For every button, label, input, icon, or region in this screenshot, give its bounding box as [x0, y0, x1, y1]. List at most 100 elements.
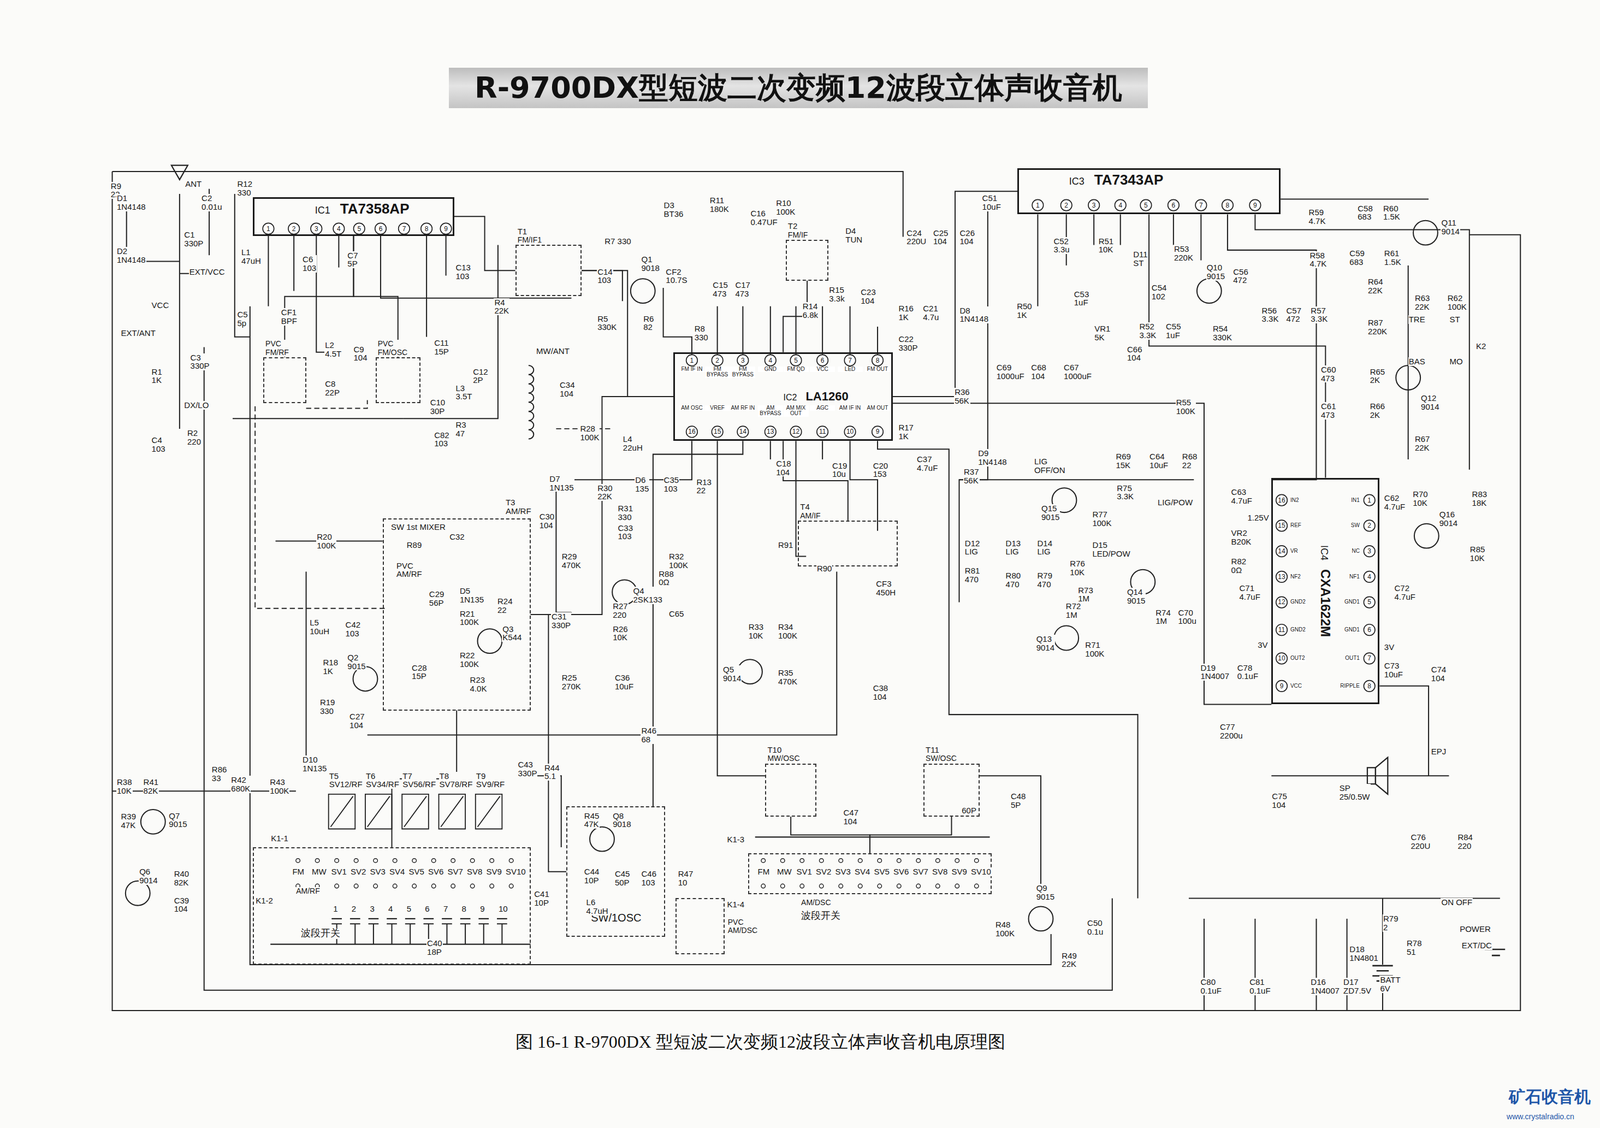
component-label: C35 103 [663, 475, 680, 494]
transistor-symbol [1413, 220, 1438, 246]
pin-number: 11 [819, 428, 826, 436]
component-label: R61 1.5K [1383, 249, 1402, 267]
switch-contact [508, 858, 513, 863]
pin-number: 8 [875, 356, 880, 364]
component-label: R57 3.3K [1310, 306, 1329, 324]
pin-name: VCC [1289, 682, 1303, 689]
switch-contact [935, 858, 940, 863]
component-label: 60P [961, 806, 977, 815]
component-label: R24 22 [496, 596, 514, 615]
ic-pin [1363, 624, 1376, 636]
node-text-group: T10MW/OSC [766, 745, 801, 763]
pin-name: AM BYPASS [757, 405, 784, 417]
wire [1200, 214, 1202, 260]
component-label: Q10 9015 [1206, 263, 1226, 281]
node-label: TA7343AP [1093, 172, 1165, 188]
dashed-group-box: PVCFM/OSC [375, 357, 421, 404]
switch-contact [877, 858, 882, 863]
ic-box: IC3TA7343AP [1017, 168, 1281, 215]
component-label: R41 82K [143, 777, 160, 796]
component-label: R62 100K [1447, 293, 1468, 312]
node-label: T2 [786, 221, 810, 231]
pin-name: AGC [809, 405, 835, 412]
wire [795, 306, 797, 356]
wire [338, 233, 340, 268]
coil-group [328, 793, 503, 829]
title-band: R-9700DX型短波二次变频12波段立体声收音机 [448, 67, 1148, 109]
switch-contact [800, 858, 804, 863]
switch-contact [955, 858, 959, 863]
switch-contact [800, 883, 804, 888]
component-label: R65 2K [1369, 367, 1386, 385]
antenna-coil [528, 392, 534, 402]
ic-box: IC2LA1260 [673, 352, 893, 442]
component-label: EXT/VCC [188, 267, 226, 277]
dashed-group-box: SW 1st MIXER [382, 518, 531, 710]
component-label: C41 10P [533, 889, 550, 908]
ic-pin [765, 425, 777, 438]
component-label: C64 10uF [1148, 452, 1169, 470]
node-label: AM/IF [798, 511, 822, 520]
wire [769, 306, 772, 356]
component-label: SV2 [815, 867, 832, 876]
component-label: SV6 [892, 867, 910, 876]
transistor-symbol [140, 809, 166, 834]
pin-name: AM OSC [679, 405, 705, 412]
component-label: R3 47 [454, 420, 467, 438]
component-label: R59 4.7K [1308, 208, 1327, 226]
wire [425, 233, 428, 337]
component-label: 6 [424, 904, 430, 914]
component-label: C17 473 [734, 280, 751, 299]
switch-contact [353, 883, 358, 888]
node-label: T4 [798, 502, 822, 512]
component-label: R68 22 [1181, 452, 1199, 470]
component-label: C30 104 [538, 512, 556, 530]
component-label: R70 10K [1412, 489, 1429, 508]
pin-number: 2 [292, 224, 296, 233]
component-label: 2 [351, 904, 357, 914]
transistor-symbol [477, 628, 503, 654]
ic-pin-group [262, 199, 1376, 692]
component-label: C55 1uF [1165, 322, 1182, 340]
transistor-symbol [1395, 365, 1421, 390]
component-label: C59 683 [1348, 249, 1366, 267]
pin-name: GND [757, 366, 784, 373]
dashed-group-box: T2FM/IF [785, 239, 829, 281]
node-text-group: T4AM/IF [798, 502, 822, 520]
wire [653, 440, 743, 807]
component-label: C62 4.7uF [1383, 493, 1406, 512]
ic-pin [711, 425, 724, 438]
component-label: C19 10u [831, 461, 849, 479]
component-label: EXT/ANT [120, 328, 156, 338]
node-label: PVC [726, 917, 759, 926]
component-label: D13 LIG [1005, 538, 1022, 557]
component-label: L2 4.5T [324, 340, 342, 359]
ic-pin [1276, 545, 1288, 557]
component-label: R10 100K [775, 198, 796, 217]
component-label: 5 [406, 904, 412, 914]
ic-pin [686, 354, 698, 366]
component-label: D7 1N135 [548, 474, 574, 493]
wire [742, 306, 744, 356]
component-label: DX/LO [183, 400, 210, 410]
component-label: R79 2 [1382, 914, 1400, 932]
pin-name: VREF [704, 405, 731, 412]
node-label: SW/OSC [924, 754, 958, 763]
component-label: VCC [151, 300, 170, 310]
ic-pin [1276, 596, 1288, 608]
switch-contact [819, 883, 824, 888]
wire [293, 233, 295, 292]
component-label: C74 104 [1430, 665, 1448, 683]
ic-pin [790, 354, 802, 366]
component-label: R73 1M [1077, 585, 1094, 604]
node-text-group: PVCFM/OSC [376, 339, 409, 357]
pin-name: FM BYPASS [704, 366, 731, 378]
component-label: R58 4.7K [1308, 251, 1327, 269]
wire [877, 440, 1138, 898]
ic-pin [353, 222, 365, 235]
component-label: L5 10uH [309, 618, 330, 636]
component-label: R6 82 [642, 314, 655, 333]
connector-wire [530, 614, 567, 872]
component-label: R86 33 [211, 765, 228, 783]
ic-pin [1363, 545, 1376, 557]
